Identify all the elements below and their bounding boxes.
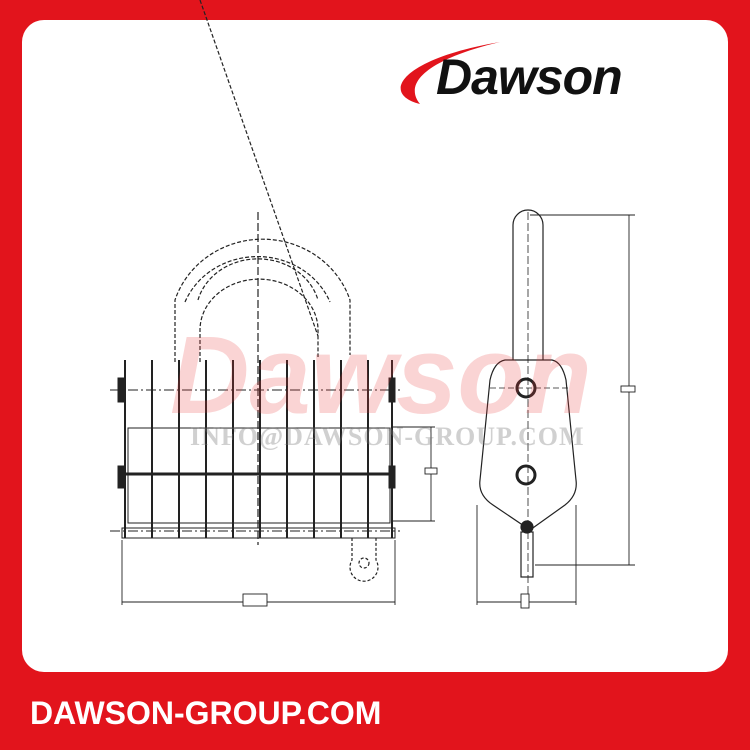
side-view-dimensions [476,214,636,609]
logo-text: Dawson [436,49,623,105]
front-view-hook [174,0,351,362]
content-panel [22,20,728,672]
front-view-sheaves [110,377,400,539]
footer-website: DAWSON-GROUP.COM [30,695,382,731]
front-view-dimensions [121,426,438,607]
dawson-logo: Dawson [380,34,710,114]
logo-swoosh-icon [400,42,500,104]
side-view [479,209,577,600]
front-view-becket [349,538,379,582]
